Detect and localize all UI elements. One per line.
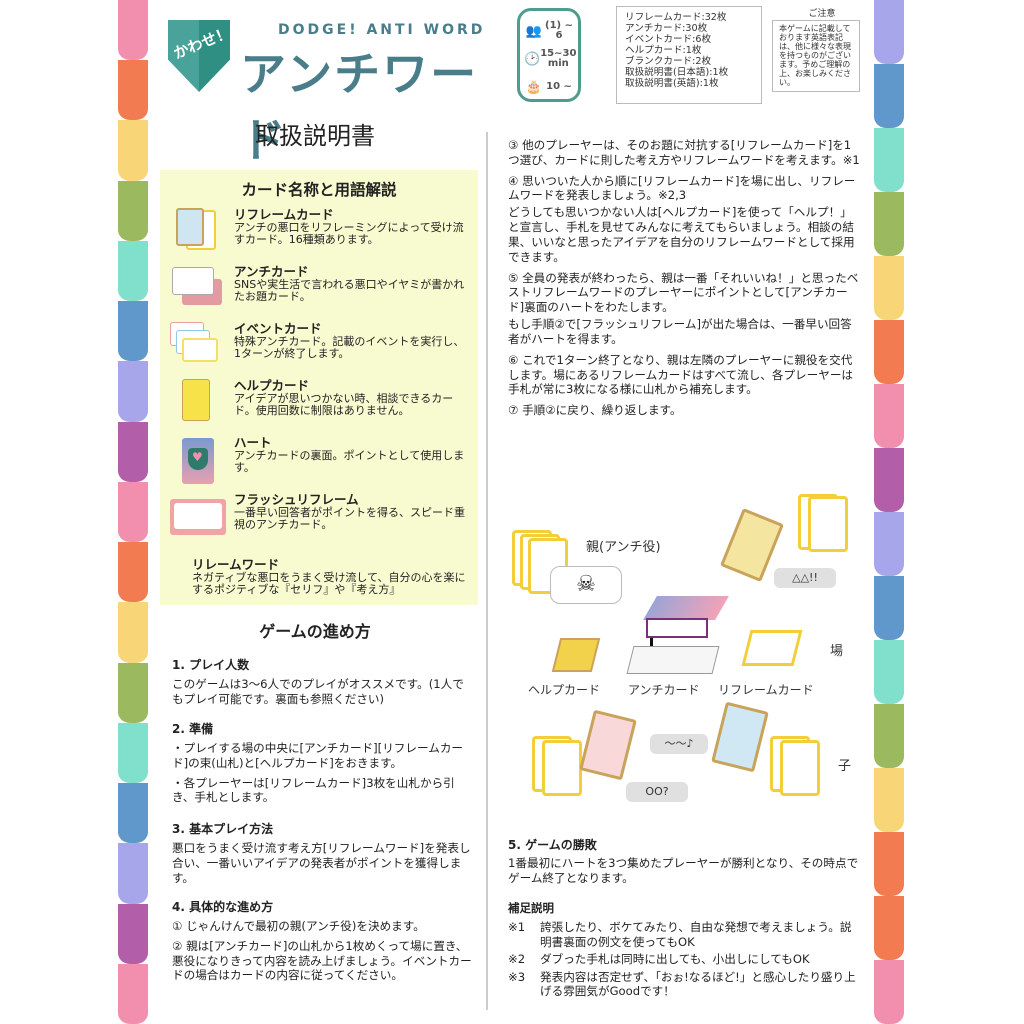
step-3: ③ 他のプレーヤーは、そのお題に対抗する[リフレームカード]を1つ選び、カードに… [508,138,860,167]
played-reframe-card [711,701,769,773]
skull-icon: ☠ [576,572,596,597]
section-steps: 4. 具体的な進め方 ① じゃんけんで最初の親(アンチ役)を決めます。 ② 親は… [172,900,472,983]
heart-card-thumbnail: ♥ [170,436,234,493]
contents-item: 取扱説明書(日本語):1枚 [625,67,729,79]
reframe-deck-on-field [741,630,803,666]
section-basic-play: 3. 基本プレイ方法 悪口をうまく受け流す考え方[リフレームワード]を発表し合い… [172,822,471,885]
section-result: 5. ゲームの勝敗 1番最初にハートを3つ集めたプレーヤーが勝利となり、その時点… [508,838,859,885]
step-5: ⑤ 全員の発表が終わったら、親は一番「それいいね！」と思ったベストリフレームワー… [508,270,859,315]
section-players: 1. プレイ人数 このゲームは3～6人でのプレイがオススメです。(1人でもプレイ… [172,658,464,706]
supplementary-notes: 補足説明 ※1 誇張したり、ボケてみたり、自由な発想で考えましょう。説明書裏面の… [508,900,860,1002]
reframe-card-thumbnail [170,208,234,265]
glossary-item: アンチカード SNSや実生活で言われる悪口やイヤミが書かれたお題カード。 [170,265,468,322]
manual-page: かわせ！ DODGE! ANTI WORD アンチワード 👥 (1) ~ 6 🕑… [150,0,872,1024]
notice-title: ご注意 [808,9,836,19]
steps-continued: ③ 他のプレーヤーは、そのお題に対抗する[リフレームカード]を1つ選び、カードに… [508,138,860,424]
anti-card-thumbnail [170,265,234,322]
note-item: ※1 誇張したり、ボケてみたり、自由な発想で考えましょう。説明書裏面の例文を使っ… [508,920,852,949]
column-divider [486,132,488,1010]
section-setup: 2. 準備 ・プレイする場の中央に[アンチカード][リフレームカード]の束(山札… [172,722,464,805]
speech-bubble: △△!! [774,568,836,588]
time-info: 🕑 15~30 min [524,47,577,69]
cake-icon: 🎂 [525,79,543,95]
glossary-item: ♥ ハート アンチカードの裏面。ポイントとして使用します。 [170,436,468,493]
child-hand-card [542,740,582,796]
contents-item: ヘルプカード:1枚 [625,45,702,57]
game-info-box: 👥 (1) ~ 6 🕑 15~30 min 🎂 10 ~ [517,8,581,102]
speech-bubble: ～～♪ [650,734,708,754]
glossary-item: ヘルプカード アイデアが思いつかない時、相談できるカード。使用回数に制限はありま… [170,379,468,436]
note-item: ※3 発表内容は否定せず、「おぉ!なるほど!」と感心したり盛り上げる雰囲気がGo… [508,969,856,999]
people-icon: 👥 [525,23,543,39]
reframe-card-label: リフレームカード [718,683,814,697]
howto-title: ゲームの進め方 [259,622,371,641]
parent-label: 親(アンチ役) [586,540,661,555]
event-card-thumbnail [170,322,234,379]
rainbow-border-right [874,0,904,1024]
contents-item: アンチカード:30枚 [625,23,708,35]
heart-icon: ♥ [192,450,203,464]
contents-item: ブランクカード:2枚 [625,56,712,68]
help-card-label: ヘルプカード [528,683,601,697]
clock-icon: 🕑 [524,51,541,67]
contents-list: リフレームカード:32枚 アンチカード:30枚 イベントカード:6枚 ヘルプカー… [616,6,762,104]
step-6: ⑥ これで1ターン終了となり、親は左隣のプレーヤーに親役を交代します。場にあるリ… [508,352,854,397]
note-item: ※2 ダブった手札は同時に出しても、小出しにしてもOK [508,952,810,967]
glossary-title: カード名称と用語解説 [241,181,397,199]
help-card-thumbnail [170,379,234,436]
glossary-item: イベントカード 特殊アンチカード。記載のイベントを実行し、1ターンが終了します。 [170,322,468,379]
contents-item: 取扱説明書(英語):1枚 [625,78,719,90]
age-info: 🎂 10 ~ [525,79,572,95]
glossary-item: フラッシュリフレーム 一番早い回答者がポイントを得る、スピード重視のアンチカード… [170,493,468,550]
page-title: 取扱説明書 [255,122,375,150]
child-deck-card [808,496,848,552]
step-7: ⑦ 手順②に戻り、繰り返します。 [508,403,682,418]
played-reframe-card [579,709,637,781]
glossary-panel: カード名称と用語解説 リフレームカード アンチの悪口をリフレーミングによって受け… [160,170,478,605]
step-5-flash: もし手順②で[フラッシュリフレーム]が出た場合は、一番早い回答者がハートを得ます… [508,317,852,346]
contents-item: リフレームカード:32枚 [625,12,727,23]
anti-deck-top [643,596,729,620]
players-info: 👥 (1) ~ 6 [525,19,573,41]
step-4: ④ 思いついた人から順に[リフレームカード]を場に出し、リフレームワードを発表し… [508,173,856,203]
glossary-term: リレームワード ネガティブな悪口をうまく受け流して、自分の心を楽にするポジティブ… [192,557,466,597]
child-label: 子 [838,759,852,774]
skull-speech-bubble: ☠ [550,566,622,604]
child-hand-card [780,740,820,796]
notice-text: 本ゲームに記載しております英語表記は、他に様々な表現を持つものがございます。予め… [772,20,860,92]
anti-card-label: アンチカード [628,683,700,697]
anti-card-faceup [626,646,720,674]
step-4-help: どうしても思いつかない人は[ヘルプカード]を使って「ヘルプ！」と宣言し、手札を見… [508,205,855,264]
logo-subtitle: DODGE! ANTI WORD [278,22,486,38]
glossary-item: リフレームカード アンチの悪口をリフレーミングによって受け流すカード。16種類あ… [170,208,468,265]
field-label: 場 [830,644,844,659]
anti-deck-side [646,618,708,638]
logo-title: アンチワード [240,47,479,167]
rainbow-border-left [118,0,148,1024]
flash-reframe-thumbnail [170,493,234,550]
help-card-on-field [551,638,601,672]
contents-item: イベントカード:6枚 [625,34,712,46]
play-diagram: 親(アンチ役) ☠ △△!! 場 ヘルプカード アンチカード リフレームカード … [508,494,860,820]
speech-bubble: OO? [626,782,688,802]
game-logo: かわせ！ DODGE! ANTI WORD アンチワード [168,18,508,167]
